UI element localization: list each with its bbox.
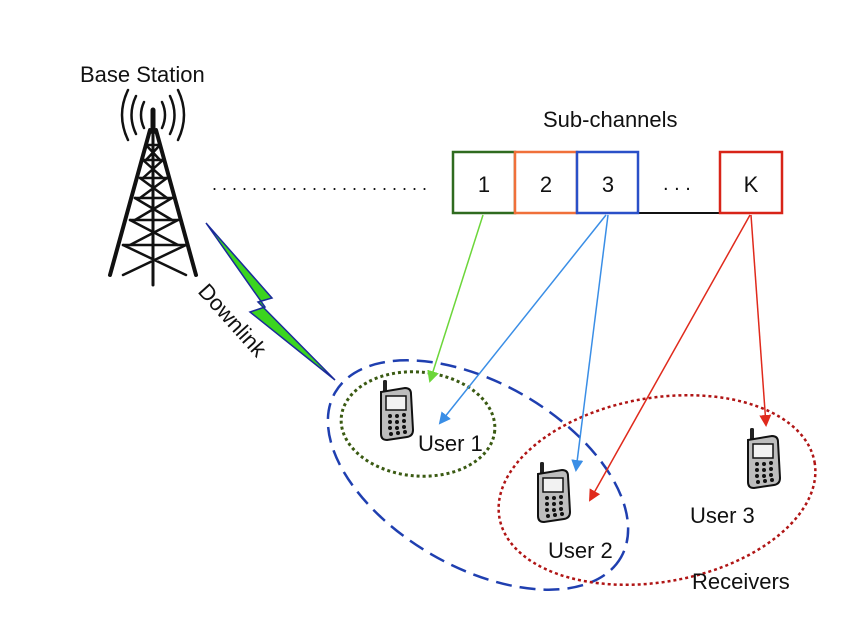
user-1-label: User 1	[418, 431, 483, 456]
user-3-phone-icon	[747, 427, 781, 489]
user-3-label: User 3	[690, 503, 755, 528]
subchannel-cell-k: K	[718, 150, 784, 215]
subchannel-label-3: 3	[602, 172, 614, 197]
arrow-sck-user3	[750, 214, 772, 427]
arrow-sc3-user2	[571, 214, 609, 472]
base-station-label: Base Station	[80, 62, 205, 87]
blue-user-group	[326, 359, 630, 591]
user-1-phone-icon	[380, 379, 414, 441]
leading-dots: . . . . . . . . . . . . . . . . . . . . …	[212, 174, 427, 194]
subchannel-cell-3: 3	[575, 150, 640, 215]
arrow-sck-user2	[589, 214, 751, 502]
subchannel-cell-2: 2	[513, 150, 579, 215]
subchannel-label-1: 1	[478, 172, 490, 197]
gap-dots: . . .	[663, 173, 691, 195]
user-2-label: User 2	[548, 538, 613, 563]
downlink-bolt-icon	[205, 222, 336, 381]
subchannel-cell-1: 1	[451, 150, 517, 215]
arrow-sc1-user1	[427, 214, 484, 383]
green-user-group	[339, 370, 497, 478]
subchannels-title: Sub-channels	[543, 107, 678, 132]
receivers-group	[497, 393, 817, 587]
subchannel-label-2: 2	[540, 172, 552, 197]
receivers-label: Receivers	[692, 569, 790, 594]
antenna-tower-icon	[108, 88, 198, 287]
subchannel-label-k: K	[744, 172, 759, 197]
user-2-phone-icon	[537, 461, 571, 523]
arrow-sc3-user1	[438, 214, 607, 425]
